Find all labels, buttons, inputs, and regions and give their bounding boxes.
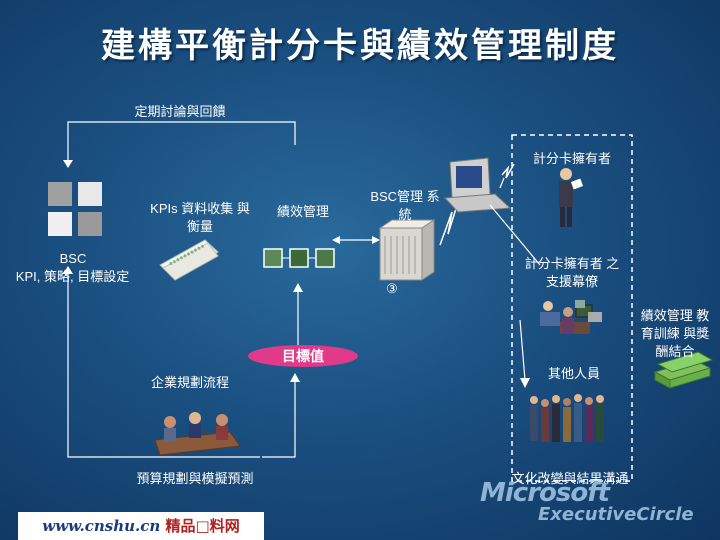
- review-label: 定期討論與回饋: [134, 104, 226, 119]
- arrowhead: [63, 266, 73, 274]
- planning-label: 企業規劃流程: [150, 375, 229, 390]
- page-title: 建構平衡計分卡與績效管理制度: [101, 26, 619, 66]
- support-staff-icon: [540, 300, 602, 334]
- owner-staff-label: 計分卡擁有者 之支援幕僚: [524, 256, 620, 289]
- data-sheets-icon: [159, 239, 219, 281]
- arrowhead: [63, 160, 73, 168]
- stakeholder-dashed-box: [511, 134, 633, 482]
- arrowhead: [290, 373, 300, 382]
- footer-url: www.cnshu.cn: [42, 517, 161, 535]
- bsc-grid-icon: [48, 182, 102, 236]
- network-link-icon: [439, 195, 461, 246]
- link-icon-small: [501, 163, 515, 179]
- money-icon: [653, 351, 714, 389]
- scorecard-owner-label: 計分卡擁有者: [532, 151, 611, 166]
- footer-text: 精品□料网: [165, 517, 240, 535]
- culture-label: 文化改變與結果溝通: [511, 471, 629, 486]
- meeting-icon: [154, 412, 241, 456]
- arrowhead: [372, 236, 380, 244]
- owner-person-icon: [559, 168, 584, 227]
- arrowhead: [520, 378, 530, 388]
- server-icon: [378, 219, 436, 281]
- target-value-badge: 目標值: [248, 345, 358, 367]
- others-label: 其他人員: [547, 366, 600, 381]
- incentive-label: 績效管理 教育訓練 與獎酬結合: [640, 308, 710, 359]
- feedback-loop-line: [67, 121, 296, 160]
- computer-icon: [443, 157, 512, 213]
- kpi-collect-label: KPIs 資料收集 與衡量: [150, 201, 250, 234]
- bsc-system-label: BSC管理 系統: [370, 189, 440, 222]
- brand-logo: Microsoft ExecutiveCircle: [480, 478, 694, 525]
- perf-mgmt-label: 績效管理: [276, 204, 329, 219]
- process-steps-icon: [263, 248, 339, 275]
- arrowhead: [293, 283, 303, 292]
- bsc-setting-label: KPI, 策略, 目標設定: [15, 269, 130, 284]
- arrowhead: [332, 236, 340, 244]
- bsc-label: BSC: [59, 251, 87, 266]
- budget-label: 預算規劃與模擬預測: [136, 471, 254, 486]
- crowd-icon: [530, 394, 604, 442]
- step-3-label: ③: [386, 281, 398, 296]
- footer-watermark: www.cnshu.cn 精品□料网: [18, 512, 264, 540]
